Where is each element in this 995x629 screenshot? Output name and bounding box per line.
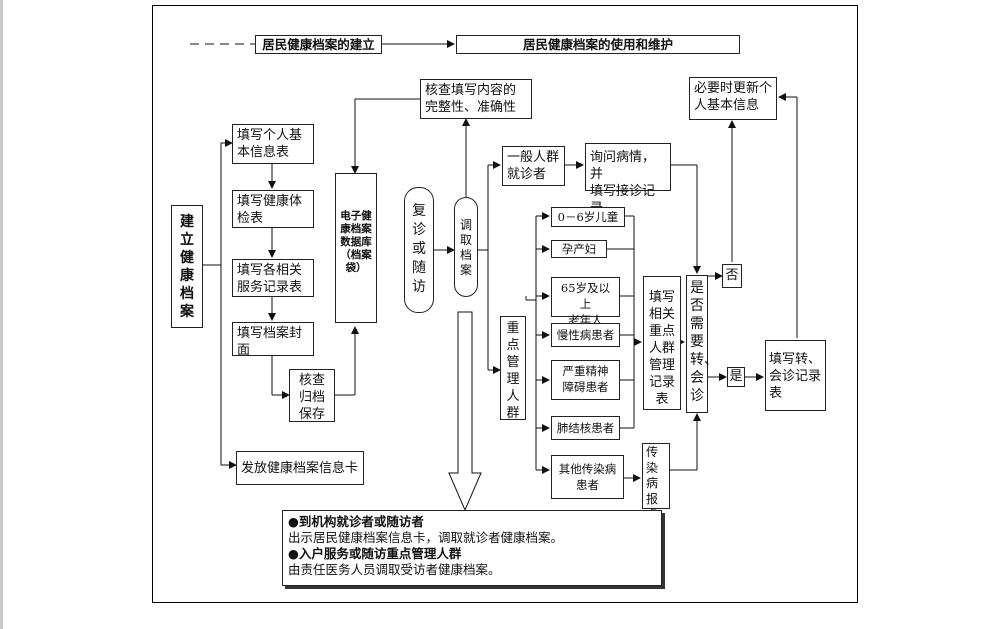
pregnant-box: 孕产妇 — [551, 240, 607, 258]
fill-service-records-box: 填写各相关服务记录表 — [232, 259, 314, 297]
need-referral-box: 是否需要转、会诊 — [686, 275, 718, 413]
fill-personal-box: 填写个人基本信息表 — [232, 124, 314, 164]
note-heading-2: ●入户服务或随访重点管理人群 — [288, 546, 462, 561]
note-box: ●到机构就诊者或随访者 出示居民健康档案信息卡，调取就诊者健康档案。 ●入户服务… — [282, 510, 662, 586]
check-file-save-box: 核查归档保存 — [289, 369, 335, 422]
inquire-box: 询问病情，并 填写接诊记录 — [585, 143, 671, 216]
issue-card-box: 发放健康档案信息卡 — [236, 451, 364, 485]
fill-health-exam-box: 填写健康体检表 — [232, 190, 314, 228]
fill-cover-box: 填写档案封面 — [232, 322, 314, 358]
fill-referral-box: 填写转、 会诊记录 表 — [765, 340, 826, 411]
infectious-box: 其他传染病 患者 — [551, 455, 624, 499]
revisit-oval: 复诊或随访 — [404, 187, 434, 313]
note-text-2: 由责任医务人员调取受访者健康档案。 — [288, 562, 501, 577]
window-edge — [0, 0, 3, 629]
retrieve-oval: 调取档案 — [454, 197, 478, 297]
note-text-1: 出示居民健康档案信息卡，调取就诊者健康档案。 — [288, 530, 564, 545]
elderly-box: 65岁及以上 老年人 — [551, 277, 620, 327]
key-groups-box: 重点管理人群 — [500, 316, 526, 421]
diagram-frame — [152, 5, 858, 603]
chronic-box: 慢性病患者 — [551, 323, 620, 347]
yes-box: 是 — [727, 367, 745, 387]
child-box: 0－6岁儿童 — [551, 207, 625, 227]
update-info-box: 必要时更新个 人基本信息 — [689, 77, 777, 120]
big-down-arrow — [448, 311, 482, 512]
infectious-card-box: 传染 病报 卡流 程 — [642, 443, 670, 552]
edb-box: 电子健康档案数据库（档案袋） — [335, 173, 377, 323]
tb-box: 肺结核患者 — [551, 416, 620, 440]
note-heading-1: ●到机构就诊者或随访者 — [288, 514, 424, 529]
no-box: 否 — [722, 264, 742, 288]
establish-archive-box: 建立健康档案 — [171, 205, 203, 328]
fill-key-records-box: 填写相关重点人群管理记录表 — [643, 276, 681, 410]
general-patients-box: 一般人群 就诊者 — [502, 146, 565, 186]
check-content-box: 核查填写内容的 完整性、准确性 — [420, 79, 532, 119]
establish-title: 居民健康档案的建立 — [255, 35, 382, 54]
mental-box: 严重精神 障碍患者 — [551, 360, 620, 400]
use-maintain-title: 居民健康档案的使用和维护 — [456, 35, 740, 54]
